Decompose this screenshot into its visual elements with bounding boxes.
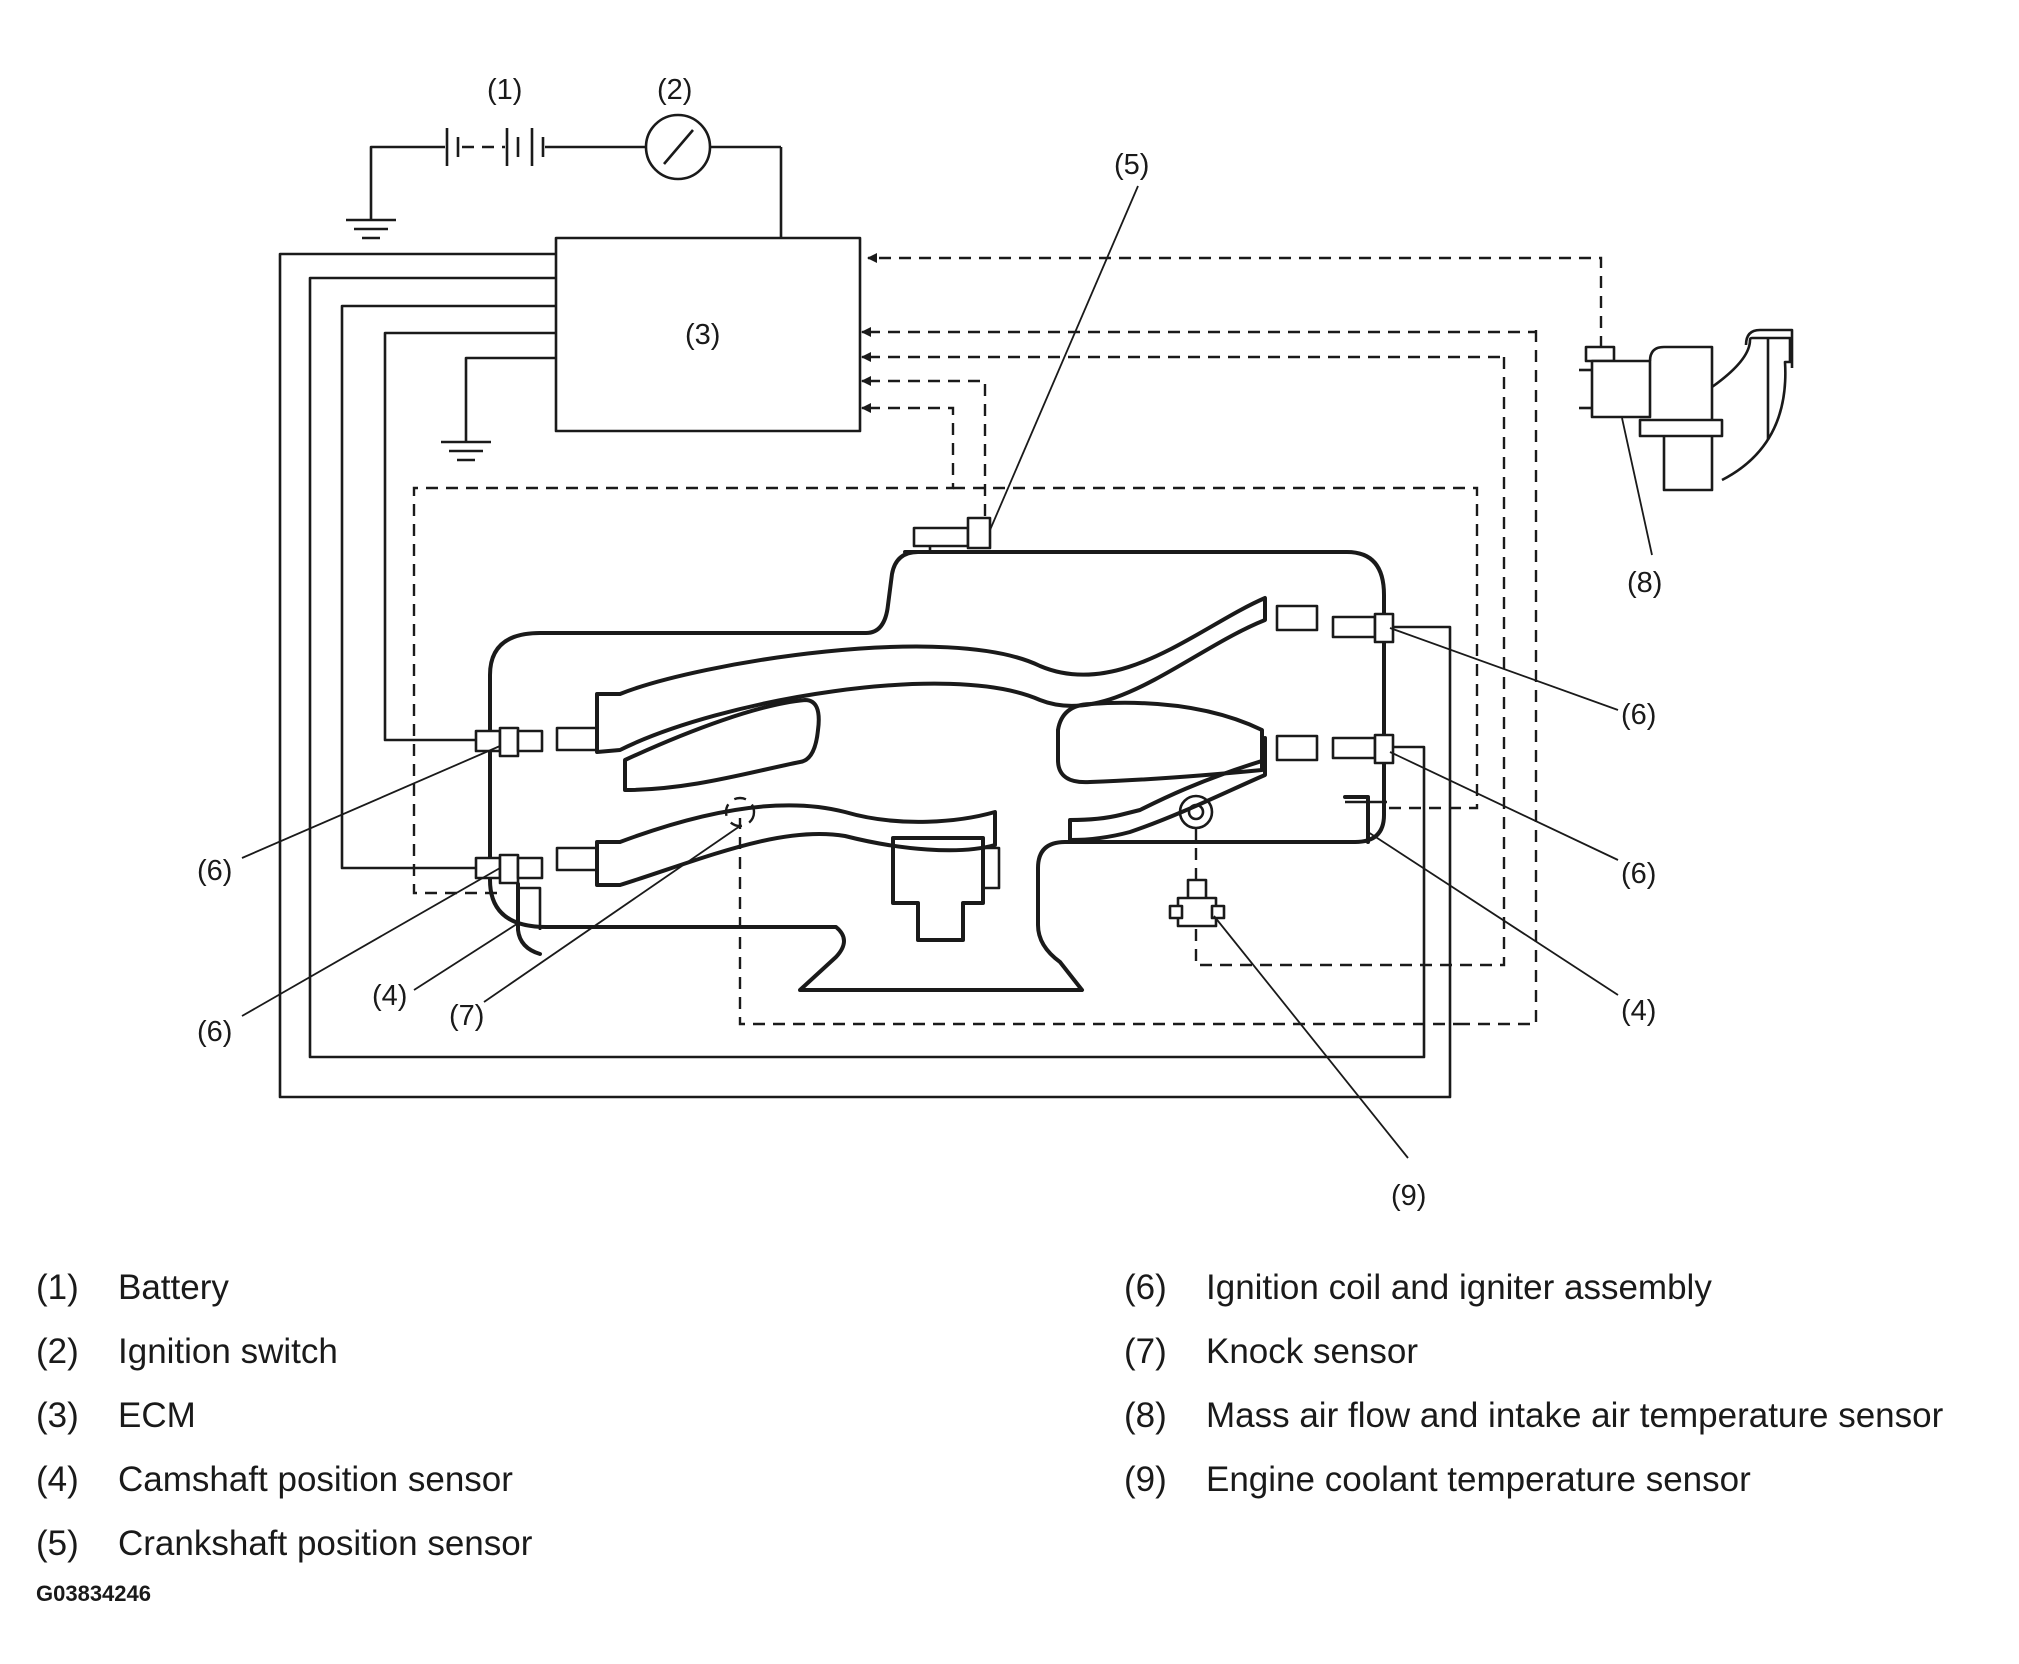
solid-wires — [278, 252, 1452, 1099]
dashed-wires — [412, 253, 1603, 1026]
callout-labels: (1) (2) (3) (5) (8) (6) (6) (4) (9) (6) … — [197, 74, 1662, 1212]
legend-item-4: (4) Camshaft position sensor — [36, 1462, 513, 1497]
legend-item-5: (5) Crankshaft position sensor — [36, 1526, 532, 1561]
callout-8: (8) — [1627, 567, 1662, 599]
ecm-box — [554, 236, 862, 433]
legend-number: (7) — [1124, 1332, 1167, 1371]
callout-5: (5) — [1114, 149, 1149, 181]
engine-block — [474, 550, 1395, 992]
legend-label: ECM — [118, 1396, 196, 1435]
legend-number: (4) — [36, 1460, 79, 1499]
legend-number: (2) — [36, 1332, 79, 1371]
coolant-temp-sensor — [1168, 794, 1226, 928]
callout-4-right: (4) — [1621, 995, 1656, 1027]
legend-number: (3) — [36, 1396, 79, 1435]
legend-number: (5) — [36, 1524, 79, 1563]
callout-7: (7) — [449, 1000, 484, 1032]
callout-4-left: (4) — [372, 980, 407, 1012]
legend-item-9: (9) Engine coolant temperature sensor — [1124, 1462, 1751, 1497]
legend-item-2: (2) Ignition switch — [36, 1334, 338, 1369]
legend-label: Camshaft position sensor — [118, 1460, 513, 1499]
legend-item-6: (6) Ignition coil and igniter assembly — [1124, 1270, 1712, 1305]
legend-label: Engine coolant temperature sensor — [1206, 1460, 1751, 1499]
legend-number: (1) — [36, 1268, 79, 1307]
legend-label: Ignition coil and igniter assembly — [1206, 1268, 1712, 1307]
leader-lines — [241, 185, 1653, 1159]
callout-2: (2) — [657, 74, 692, 106]
callout-6-left-lower: (6) — [197, 1016, 232, 1048]
callout-9: (9) — [1391, 1180, 1426, 1212]
legend-label: Battery — [118, 1268, 229, 1307]
callout-6-right-lower: (6) — [1621, 858, 1656, 890]
battery-circuit — [346, 128, 783, 240]
maf-sensor — [1579, 328, 1794, 492]
callout-6-left-upper: (6) — [197, 855, 232, 887]
legend-label: Knock sensor — [1206, 1332, 1419, 1371]
legend-label: Mass air flow and intake air temperature… — [1206, 1396, 1944, 1435]
legend-item-1: (1) Battery — [36, 1270, 229, 1305]
callout-3: (3) — [685, 319, 720, 351]
crankshaft-sensor — [912, 516, 992, 554]
callout-1: (1) — [487, 74, 522, 106]
legend-item-8: (8) Mass air flow and intake air tempera… — [1124, 1398, 1943, 1433]
legend-number: (9) — [1124, 1460, 1167, 1499]
legend-number: (6) — [1124, 1268, 1167, 1307]
legend-item-7: (7) Knock sensor — [1124, 1334, 1418, 1369]
legend-number: (8) — [1124, 1396, 1167, 1435]
callout-6-right-upper: (6) — [1621, 699, 1656, 731]
legend-item-3: (3) ECM — [36, 1398, 196, 1433]
legend-label: Crankshaft position sensor — [118, 1524, 533, 1563]
ecm-ground — [441, 356, 556, 462]
ignition-switch — [644, 113, 712, 181]
legend-label: Ignition switch — [118, 1332, 338, 1371]
figure-code: G03834246 — [36, 1581, 151, 1606]
